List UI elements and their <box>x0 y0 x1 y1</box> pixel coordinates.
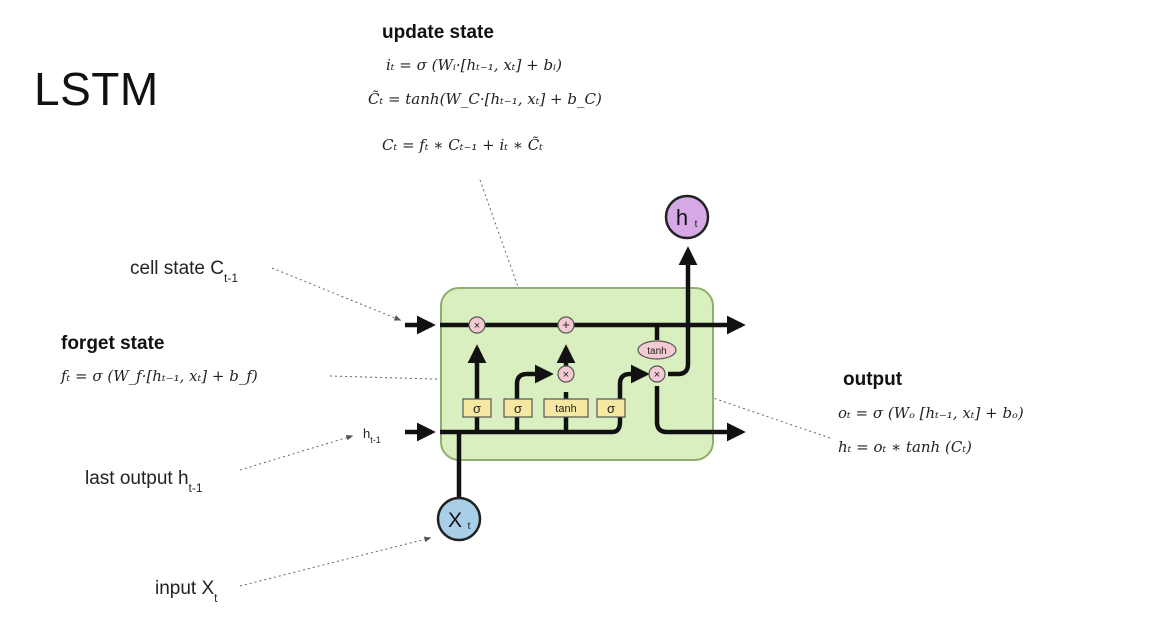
input-gate-equation: iₜ = σ (Wᵢ·[hₜ₋₁, xₜ] + bᵢ) <box>386 56 562 74</box>
tanh-op-label: tanh <box>647 346 666 357</box>
ht-node-label: h <box>676 205 688 230</box>
forget-multiply-symbol: × <box>474 320 480 332</box>
xt-node <box>436 496 482 542</box>
tanh-gate-label: tanh <box>555 403 576 415</box>
forget-sigma-gate <box>462 398 492 418</box>
h-prev-label: ht-1 <box>363 426 381 445</box>
ht-node-sub: t <box>695 219 698 230</box>
output-pointer <box>676 385 831 439</box>
add-op <box>557 316 575 334</box>
xt-node-label: X <box>448 509 462 532</box>
cell-state-equation: Cₜ = fₜ ∗ Cₜ₋₁ + iₜ ∗ C̃ₜ <box>382 136 543 154</box>
last-output-label-text: last output h <box>85 468 189 489</box>
input-multiply-op <box>557 365 575 383</box>
hidden-state-equation: hₜ = oₜ ∗ tanh (Cₜ) <box>838 438 972 456</box>
slide-title: LSTM <box>34 63 159 115</box>
input-sigma-label: σ <box>514 401 522 416</box>
add-symbol: + <box>562 317 570 332</box>
cell-state-label: cell state Ct-1 <box>130 258 238 285</box>
hidden-output-line <box>654 386 746 442</box>
update-state-heading: update state <box>382 22 494 43</box>
cell-state-label-text: cell state C <box>130 258 224 279</box>
input-pointer <box>239 536 432 587</box>
forget-gate-equation: fₜ = σ (W_f·[hₜ₋₁, xₜ] + b_f) <box>61 367 258 385</box>
input-label-text: input X <box>155 578 215 599</box>
forget-state-heading: forget state <box>61 333 165 354</box>
cell-state-label-sub: t-1 <box>223 271 238 285</box>
forget-multiply-op <box>468 316 486 334</box>
output-sigma-gate <box>596 398 626 418</box>
h-prev-label-text: h <box>363 426 371 441</box>
tanh-gate <box>543 398 589 418</box>
ht-node <box>664 194 710 240</box>
last-output-pointer <box>239 434 354 471</box>
output-heading: output <box>843 369 903 390</box>
tanh-op <box>637 340 677 360</box>
xt-node-sub: t <box>468 521 471 532</box>
output-sigma-label: σ <box>607 401 615 416</box>
h-prev-label-sub: t-1 <box>370 435 381 445</box>
candidate-cell-equation: C̃ₜ = tanh(W_C·[hₜ₋₁, xₜ] + b_C) <box>368 90 602 108</box>
input-label-sub: t <box>214 591 218 605</box>
input-multiply-symbol: × <box>563 369 569 381</box>
input-sigma-gate <box>503 398 533 418</box>
cell-state-pointer <box>271 267 402 321</box>
output-multiply-op <box>648 365 666 383</box>
output-multiply-symbol: × <box>654 369 660 381</box>
last-output-label-sub: t-1 <box>188 481 203 495</box>
ht-output-arrow <box>668 246 698 377</box>
update-state-pointer <box>479 179 545 362</box>
last-output-label: last output ht-1 <box>85 468 203 495</box>
input-label: input Xt <box>155 578 218 605</box>
forget-sigma-label: σ <box>473 401 481 416</box>
input-gate-line <box>514 364 554 432</box>
output-gate-equation: oₜ = σ (Wₒ [hₜ₋₁, xₜ] + bₒ) <box>838 404 1024 422</box>
